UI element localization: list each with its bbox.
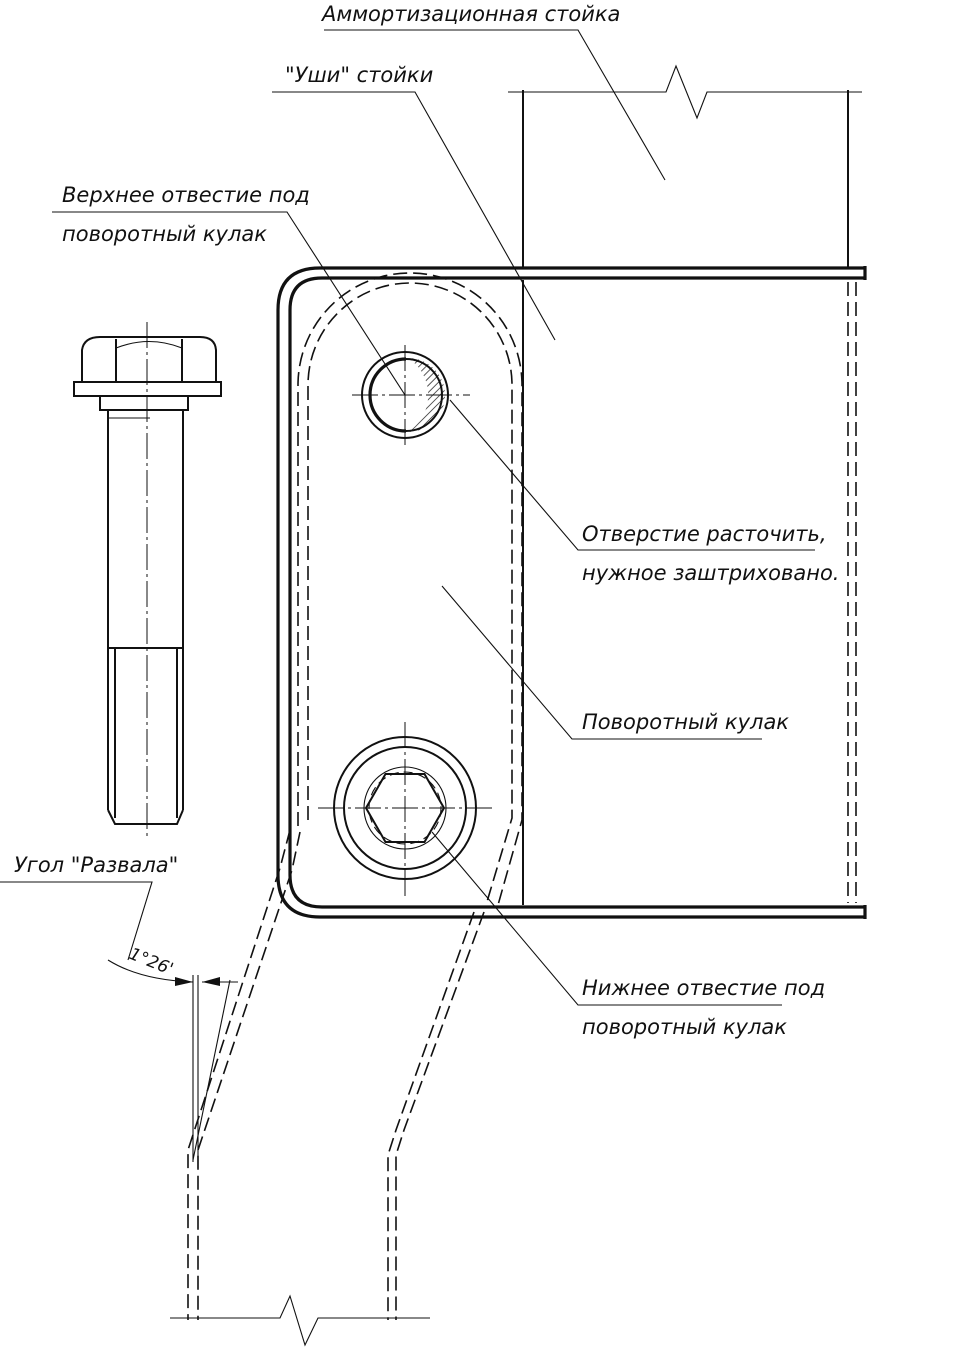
strut-body xyxy=(508,64,862,268)
label-lower-hole-2: поворотный кулак xyxy=(582,1015,787,1039)
label-knuckle: Поворотный кулак xyxy=(582,710,789,734)
annotations: Аммортизационная стойка "Уши" стойки Вер… xyxy=(14,2,840,1039)
lower-bolt-nut xyxy=(318,722,492,896)
label-camber: Угол "Развала" xyxy=(14,853,178,877)
label-strut: Аммортизационная стойка xyxy=(320,2,620,26)
label-bore-2: нужное заштриховано. xyxy=(582,561,840,585)
flange-bolt xyxy=(73,322,222,836)
strut-ears xyxy=(276,266,867,919)
label-bore-1: Отверстие расточить, xyxy=(582,522,827,546)
steering-knuckle-outline xyxy=(170,272,523,1347)
label-ears: "Уши" стойки xyxy=(285,63,433,87)
camber-dimension xyxy=(107,959,238,1168)
label-upper-hole-1: Верхнее отвестие под xyxy=(62,183,310,207)
label-lower-hole-1: Нижнее отвестие под xyxy=(582,976,825,1000)
label-upper-hole-2: поворотный кулак xyxy=(62,222,267,246)
label-angle-value: 1°26' xyxy=(126,944,176,980)
leader-lines xyxy=(0,29,815,1006)
upper-hole xyxy=(352,345,470,445)
